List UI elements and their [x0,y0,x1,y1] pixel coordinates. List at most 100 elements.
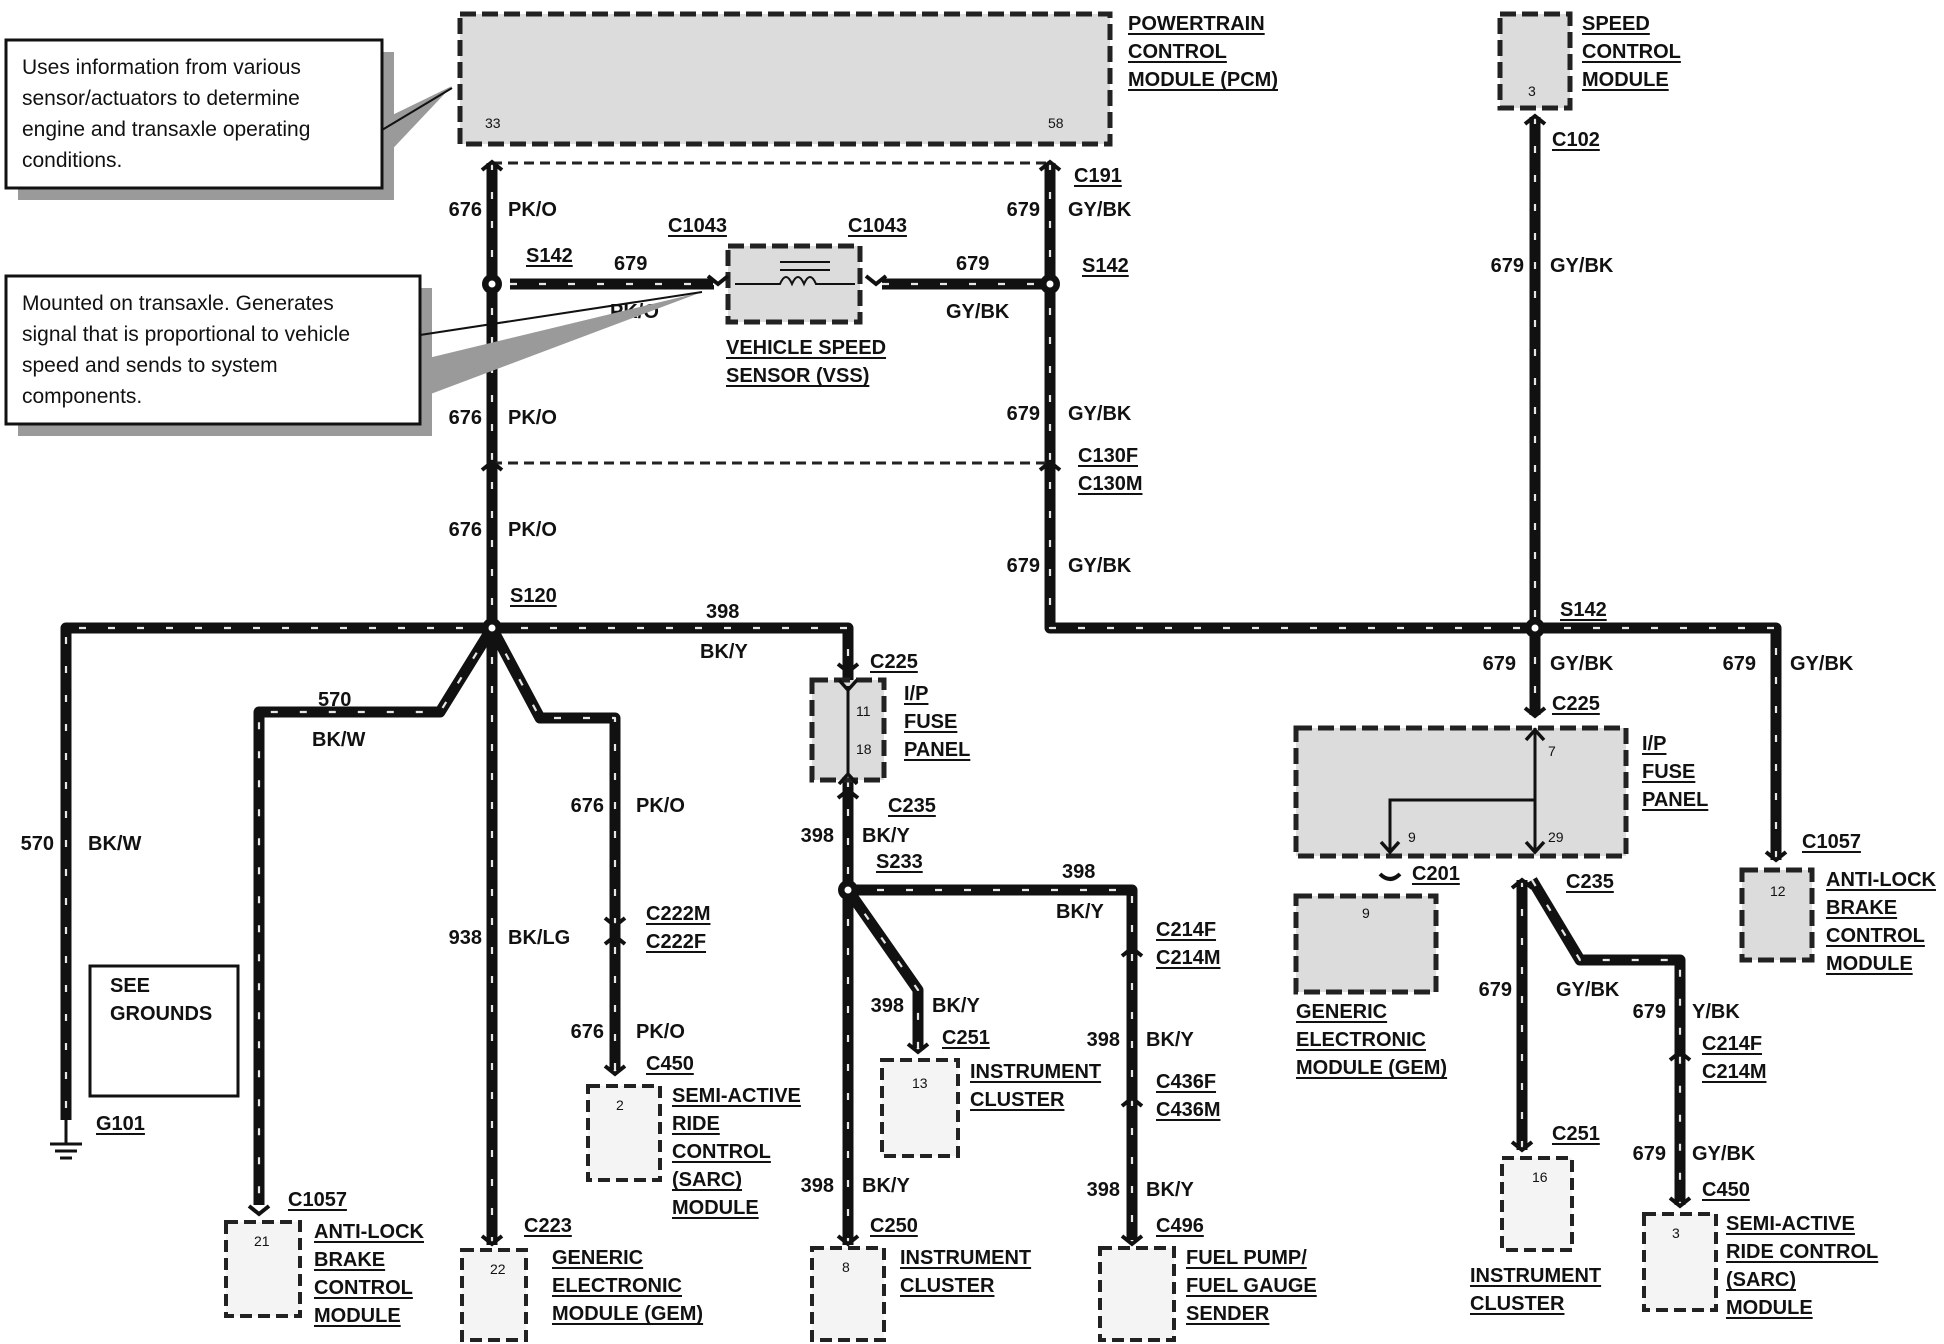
fuse-left-out-arrow [837,771,859,786]
c222-connector [603,916,627,929]
label-c102: C102 [1552,129,1600,151]
sarc-right-pin: 3 [1672,1225,1680,1241]
wire-color-gybk-fuse-right: GY/BK [1550,653,1614,675]
scm-label-line-3: MODULE [1582,69,1669,91]
ic-bottom-pin: 8 [842,1259,850,1275]
wire-color-gybk-vss: GY/BK [946,301,1010,323]
wire-num-676-1: 676 [449,199,482,221]
gem-left-label-line-2: ELECTRONIC [552,1275,682,1297]
fuse-right-pin-9: 9 [1408,829,1416,845]
wire-num-676-3: 676 [449,519,482,541]
label-c225-left: C225 [870,651,918,673]
fuse-left-label-line-1: I/P [904,683,928,705]
wire-num-398-ic-bottom: 398 [801,1175,834,1197]
wire-color-gybk-abs-right: GY/BK [1790,653,1854,675]
wire-color-pko-sarc-2: PK/O [636,1021,685,1043]
wire-num-398-fuel-v1: 398 [1087,1029,1120,1051]
wire-398-s120-to-fuse [492,622,854,680]
scm-connector [1523,113,1547,126]
abs-left-box [224,1220,302,1318]
wire-676-s120-to-sarc [487,625,621,1070]
label-c214m-left: C214M [1156,947,1220,969]
wire-679-pcm-to-s142 [1044,163,1535,634]
wire-num-679-abs-right: 679 [1723,653,1756,675]
fuse-right-out-arrow-29 [1524,840,1546,855]
label-s142-right: S142 [1082,255,1129,277]
ic-bottom-box [810,1246,886,1342]
wire-num-570-abs: 570 [318,689,351,711]
sarc-left-label-line-3: CONTROL [672,1141,771,1163]
vss-callout-line-3: speed and sends to system [22,354,278,377]
label-c496: C496 [1156,1215,1204,1237]
c1057-left-connector [247,1204,271,1217]
sarc-right-label-line-1: SEMI-ACTIVE [1726,1213,1855,1235]
c251-left-connector [906,1042,930,1055]
scm-label-line-1: SPEED [1582,13,1650,35]
wire-570-s120-to-abs [253,625,497,1205]
vss-connector-left [706,274,730,287]
wire-num-679-sarc-right-2: 679 [1633,1143,1666,1165]
gem-left-label-line-3: MODULE (GEM) [552,1303,703,1325]
abs-left-pin: 21 [254,1233,270,1249]
wire-num-570-ground: 570 [21,833,54,855]
wire-color-bkw-ground: BK/W [88,833,141,855]
gem-left-pin: 22 [490,1261,506,1277]
label-c1057-left: C1057 [288,1189,347,1211]
sarc-left-label-line-2: RIDE [672,1113,720,1135]
gem-right-label-line-3: MODULE (GEM) [1296,1057,1447,1079]
gem-left-label-line-1: GENERIC [552,1247,643,1269]
wire-color-gybk-sarc-right: GY/BK [1692,1143,1756,1165]
fuel-label-line-1: FUEL PUMP/ [1186,1247,1307,1269]
vss-connector-right [864,274,888,287]
label-c450-left: C450 [646,1053,694,1075]
abs-left-label-line-3: CONTROL [314,1277,413,1299]
wire-color-gybk-ic-right: GY/BK [1556,979,1620,1001]
wire-color-bky-fuel-v1: BK/Y [1146,1029,1194,1051]
fuel-label-line-3: SENDER [1186,1303,1270,1325]
fuse-right-box [1293,725,1629,859]
label-c191: C191 [1074,165,1122,187]
wire-num-679-vss-right: 679 [956,253,989,275]
wire-color-bkw-abs: BK/W [312,729,365,751]
wire-color-pko-3: PK/O [508,519,557,541]
wire-570-s120-to-ground [60,622,492,1120]
wire-num-679-scm: 679 [1491,255,1524,277]
wire-num-398-fuse: 398 [801,825,834,847]
label-c130f: C130F [1078,445,1138,467]
fuse-left-pin-11: 11 [856,703,871,719]
wire-num-938: 938 [449,927,482,949]
wire-color-gybk-v-1: GY/BK [1068,199,1132,221]
c223-connector [480,1234,504,1247]
ground-label: G101 [96,1113,145,1135]
c201-connector [1378,872,1402,881]
c214-left-connector [1120,945,1144,958]
label-c1043-right: C1043 [848,215,907,237]
wire-num-679-fuse-right: 679 [1483,653,1516,675]
wire-color-pko-sarc-1: PK/O [636,795,685,817]
label-s233: S233 [876,851,923,873]
wire-num-398-ic-mid: 398 [871,995,904,1017]
wire-color-bky-ic-mid: BK/Y [932,995,980,1017]
fuel-label-line-2: FUEL GAUGE [1186,1275,1317,1297]
sarc-left-label-line-1: SEMI-ACTIVE [672,1085,801,1107]
abs-right-pin: 12 [1770,883,1786,899]
ic-mid-label-line-2: CLUSTER [970,1089,1065,1111]
fuse-right-internal-path [1388,728,1537,852]
ic-mid-pin: 13 [912,1075,928,1091]
sarc-left-label-line-5: MODULE [672,1197,759,1219]
label-c214m-right: C214M [1702,1061,1766,1083]
vss-coil-icon [735,276,855,287]
abs-right-label-line-3: CONTROL [1826,925,1925,947]
label-c1043-left: C1043 [668,215,727,237]
scm-box [1497,11,1573,111]
sarc-right-label-line-2: RIDE CONTROL [1726,1241,1878,1263]
wire-color-bky-fuel-v2: BK/Y [1146,1179,1194,1201]
fuse-right-in-arrow [1524,727,1546,742]
c235-right-connector [1510,877,1534,890]
label-c250: C250 [870,1215,918,1237]
label-c235-right: C235 [1566,871,1614,893]
vss-label-line-1: VEHICLE SPEED [726,337,886,359]
gem-right-box [1293,893,1439,995]
label-c223: C223 [524,1215,572,1237]
label-c436m: C436M [1156,1099,1220,1121]
